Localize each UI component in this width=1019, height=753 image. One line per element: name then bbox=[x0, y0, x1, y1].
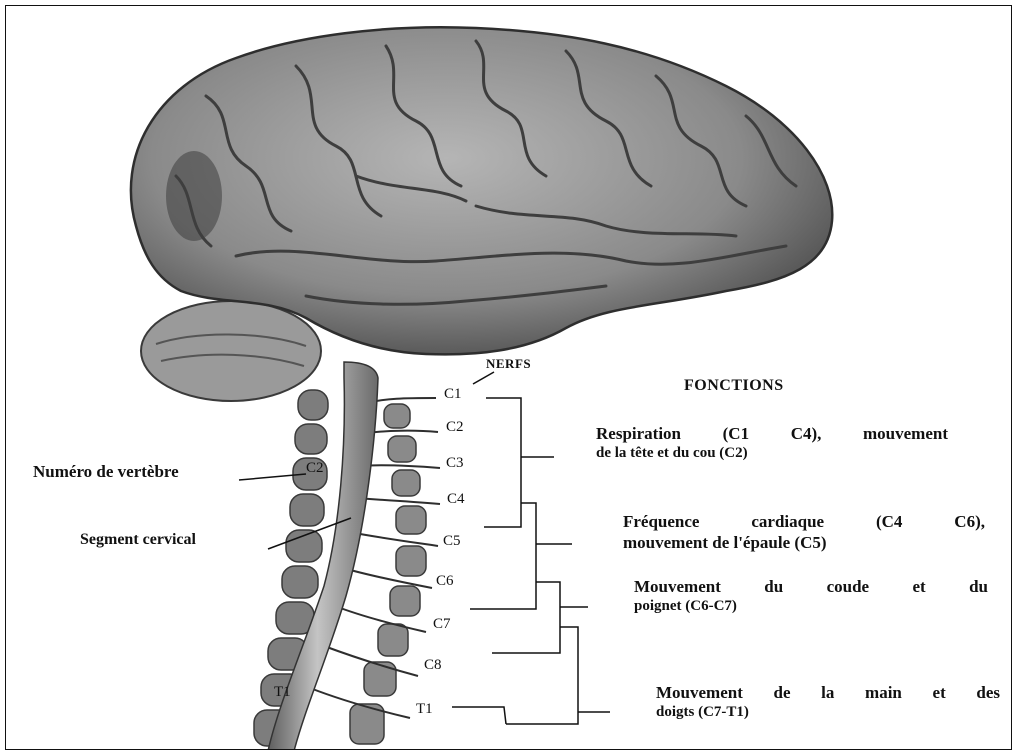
cervical-segment-label: Segment cervical bbox=[80, 530, 196, 550]
vertebra-arch bbox=[384, 404, 410, 428]
function-respiration: Respiration (C1 C4), mouvement de la têt… bbox=[596, 423, 948, 463]
nerve-label-c7: C7 bbox=[433, 615, 451, 634]
nerve-label-c4: C4 bbox=[447, 490, 465, 509]
function-line: de la tête et du cou (C2) bbox=[596, 444, 948, 463]
vertebra-body bbox=[298, 390, 328, 420]
function-line: Mouvement de la main et des bbox=[656, 682, 1000, 703]
functions-title: FONCTIONS bbox=[684, 376, 784, 396]
vertebra-arch bbox=[390, 586, 420, 616]
vertebra-label-t1: T1 bbox=[274, 683, 291, 702]
function-elbow-wrist: Mouvement du coude et du poignet (C6-C7) bbox=[634, 576, 988, 616]
vertebra-arch bbox=[396, 546, 426, 576]
function-line: doigts (C7-T1) bbox=[656, 703, 1000, 722]
vertebra-arch bbox=[392, 470, 420, 496]
function-hand-fingers: Mouvement de la main et des doigts (C7-T… bbox=[656, 682, 1000, 722]
function-line: Mouvement du coude et du bbox=[634, 576, 988, 597]
function-line: Fréquence cardiaque (C4 C6), bbox=[623, 511, 985, 532]
vertebra-number-label: Numéro de vertèbre bbox=[33, 461, 179, 482]
cerebellum bbox=[141, 301, 321, 401]
vertebra-label-c2: C2 bbox=[306, 459, 324, 478]
vertebra-body bbox=[282, 566, 318, 598]
function-heart-rate: Fréquence cardiaque (C4 C6), mouvement d… bbox=[623, 511, 985, 554]
nerve-label-c8: C8 bbox=[424, 656, 442, 675]
nerve-label-t1: T1 bbox=[416, 700, 433, 719]
function-line: Respiration (C1 C4), mouvement bbox=[596, 423, 948, 444]
vertebra-body bbox=[295, 424, 327, 454]
diagram-frame: NERFS FONCTIONS Numéro de vertèbre Segme… bbox=[5, 5, 1012, 750]
function-line: poignet (C6-C7) bbox=[634, 597, 988, 616]
nerve-label-c1: C1 bbox=[444, 385, 462, 404]
vertebra-arch bbox=[378, 624, 408, 656]
vertebra-arch bbox=[388, 436, 416, 462]
vertebra-arch bbox=[364, 662, 396, 696]
nerve-label-c6: C6 bbox=[436, 572, 454, 591]
nerve-label-c5: C5 bbox=[443, 532, 461, 551]
vertebra-body bbox=[290, 494, 324, 526]
vertebra-arch bbox=[396, 506, 426, 534]
anatomy-illustration bbox=[6, 6, 1012, 750]
nerves-label: NERFS bbox=[486, 356, 531, 372]
function-line: mouvement de l'épaule (C5) bbox=[623, 532, 985, 553]
nerve-label-c3: C3 bbox=[446, 454, 464, 473]
nerve-label-c2: C2 bbox=[446, 418, 464, 437]
